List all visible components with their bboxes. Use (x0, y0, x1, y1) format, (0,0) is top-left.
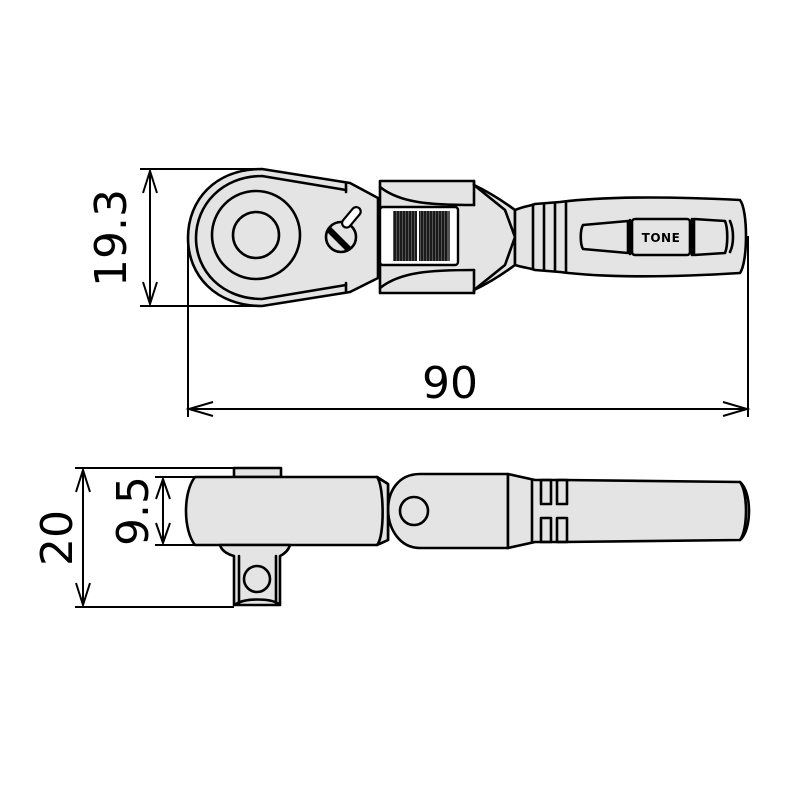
head-top-flange (232, 466, 283, 479)
pivot-pin (398, 495, 430, 527)
dimension-label-20: 20 (32, 510, 83, 566)
grip-inlay-end (692, 217, 729, 257)
grip-grooves (539, 478, 569, 544)
dimension-overall-length: 90 (185, 236, 751, 417)
square-drive (218, 543, 292, 607)
brand-label: TONE (642, 231, 681, 245)
flex-joint-lug (386, 472, 510, 550)
side-head (184, 475, 390, 547)
side-handle (506, 472, 751, 550)
detent-ball (242, 564, 272, 594)
ratchet-head-inner-outline (194, 174, 348, 301)
side-handle-end (738, 480, 748, 542)
brand-plate (630, 217, 692, 257)
direction-switch-icon (324, 205, 362, 254)
grip-inlay (579, 219, 630, 255)
dimension-head-thickness: 9.5 (108, 475, 171, 547)
dimension-overall-height: 20 (32, 466, 91, 609)
flex-joint-top-curve (378, 185, 476, 207)
knurl-pattern (393, 211, 450, 261)
handle-end-cap (728, 219, 735, 254)
dimension-head-height: 19.3 (86, 167, 158, 308)
flex-joint-bottom-curve (378, 268, 476, 290)
ratchet-head (186, 167, 380, 308)
dimension-label-90: 90 (422, 358, 478, 409)
drive-ring-outer (210, 189, 302, 281)
dimension-label-19-3: 19.3 (86, 189, 137, 287)
drive-ring-inner (231, 210, 281, 260)
side-view: 20 9.5 (32, 466, 751, 609)
top-view: TONE 19.3 90 (86, 167, 751, 417)
dimension-label-9-5: 9.5 (108, 476, 159, 546)
